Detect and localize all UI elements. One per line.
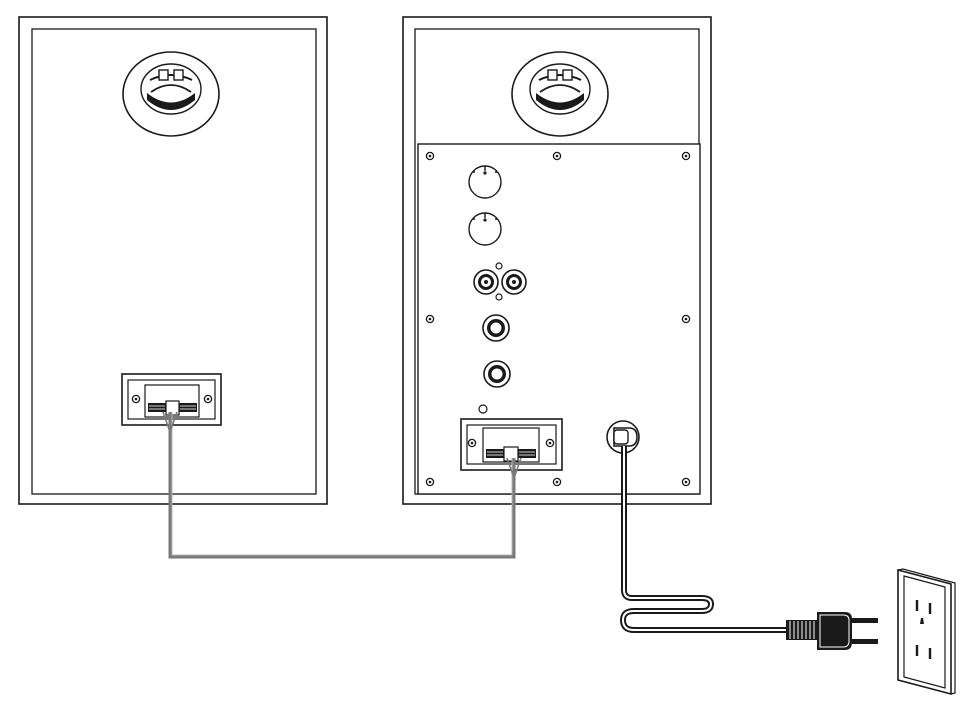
bass-port-icon (122, 51, 220, 137)
screw-icon (425, 151, 435, 161)
screw-icon (545, 438, 555, 448)
passive-speaker-panel (31, 28, 317, 495)
rca-input-jacks-icon[interactable] (473, 262, 527, 301)
screw-icon (467, 438, 477, 448)
screw-icon (681, 314, 691, 324)
aux-input-jack-icon[interactable] (482, 314, 510, 342)
screw-icon (425, 477, 435, 487)
power-cord (620, 446, 786, 633)
active-speaker (402, 16, 712, 505)
headphone-jack-icon[interactable] (483, 360, 511, 388)
screw-icon (425, 314, 435, 324)
spring-clip-terminal-icon (486, 446, 536, 462)
bass-port-icon (511, 51, 609, 137)
screw-icon (552, 477, 562, 487)
power-led-icon (478, 404, 488, 414)
power-inlet-icon (606, 420, 640, 454)
volume-knob-icon[interactable] (468, 165, 502, 199)
bass-knob-icon[interactable] (468, 212, 502, 246)
passive-speaker (18, 16, 328, 505)
speaker-wire (162, 411, 522, 559)
wall-outlet-icon (897, 568, 956, 696)
screw-icon (203, 394, 213, 404)
screw-icon (131, 394, 141, 404)
screw-icon (681, 477, 691, 487)
screw-icon (681, 151, 691, 161)
screw-icon (552, 151, 562, 161)
power-plug-icon (786, 612, 878, 650)
